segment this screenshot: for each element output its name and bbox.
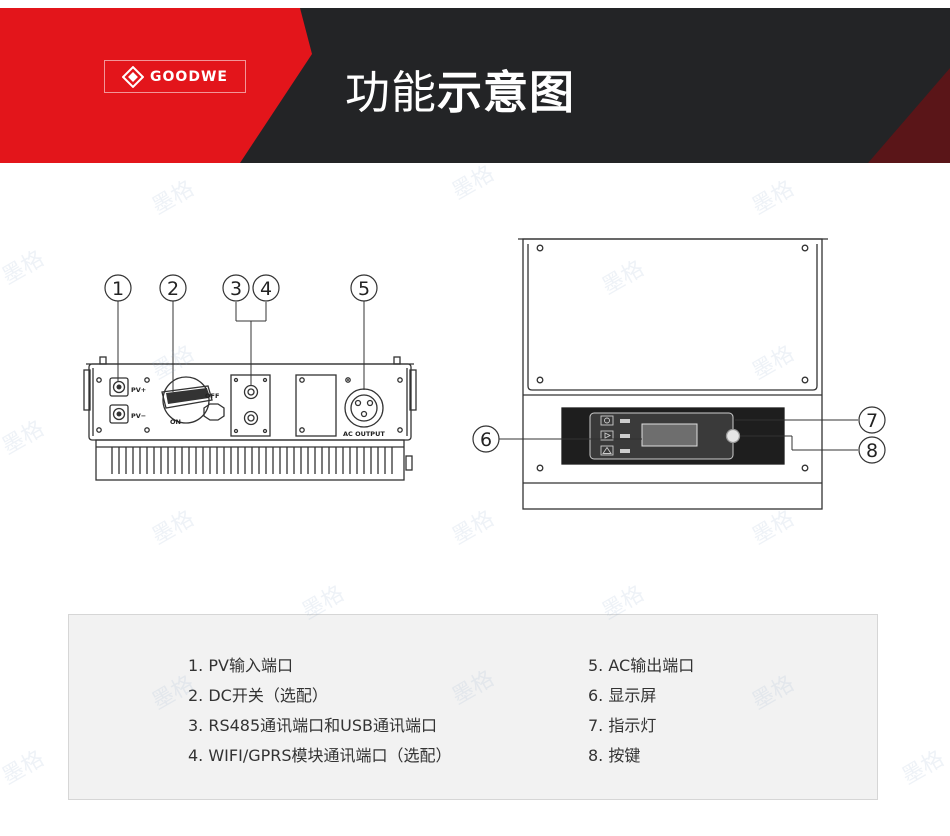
- callout-3: 3: [230, 278, 242, 300]
- goodwe-diamond-logo-icon: [122, 65, 145, 88]
- legend-box: 1. PV输入端口 2. DC开关（选配） 3. RS485通讯端口和USB通讯…: [68, 614, 878, 800]
- callout-2: 2: [167, 278, 179, 300]
- legend-right-column: 5. AC输出端口 6. 显示屏 7. 指示灯 8. 按键: [588, 651, 694, 771]
- logo-text: GOODWE: [150, 68, 228, 85]
- legend-left-column: 1. PV输入端口 2. DC开关（选配） 3. RS485通讯端口和USB通讯…: [188, 651, 452, 771]
- legend-item: 3. RS485通讯端口和USB通讯端口: [188, 716, 438, 735]
- callout-6: 6: [480, 429, 492, 451]
- legend-item: 8. 按键: [588, 746, 641, 765]
- callout-1: 1: [112, 278, 124, 300]
- legend-item: 2. DC开关（选配）: [188, 686, 328, 705]
- label-pv-plus: PV+: [131, 386, 146, 394]
- label-ac-output: AC OUTPUT: [343, 430, 385, 438]
- function-diagram: 1 2 3 4 5 6 7 8 PV+ PV− OFF ON AC OUTPUT: [83, 238, 886, 510]
- watermark: 墨格: [897, 746, 949, 790]
- label-on: ON: [170, 418, 181, 426]
- legend-item: 6. 显示屏: [588, 686, 657, 705]
- legend-item: 4. WIFI/GPRS模块通讯端口（选配）: [188, 746, 452, 765]
- legend-item: 1. PV输入端口: [188, 656, 293, 675]
- callout-7: 7: [866, 410, 878, 432]
- header-banner: GOODWE 功能示意图: [0, 8, 950, 163]
- callout-5: 5: [358, 278, 370, 300]
- title-part2: 示意图: [437, 66, 576, 119]
- page-title: 功能示意图: [345, 70, 575, 115]
- watermark: 墨格: [447, 161, 499, 205]
- inverter-bottom-view: [83, 356, 417, 481]
- legend-item: 7. 指示灯: [588, 716, 657, 735]
- brand-logo: GOODWE: [104, 60, 246, 93]
- label-off: OFF: [205, 392, 219, 400]
- callout-4: 4: [260, 278, 272, 300]
- watermark: 墨格: [0, 746, 49, 790]
- label-pv-minus: PV−: [131, 412, 146, 420]
- legend-item: 5. AC输出端口: [588, 656, 695, 675]
- title-part1: 功能: [345, 66, 438, 119]
- inverter-front-view: [518, 238, 828, 510]
- callout-8: 8: [866, 440, 878, 462]
- banner-red-shape: [0, 8, 950, 163]
- lcd-screen: [641, 423, 698, 447]
- keypad-button: [725, 428, 741, 444]
